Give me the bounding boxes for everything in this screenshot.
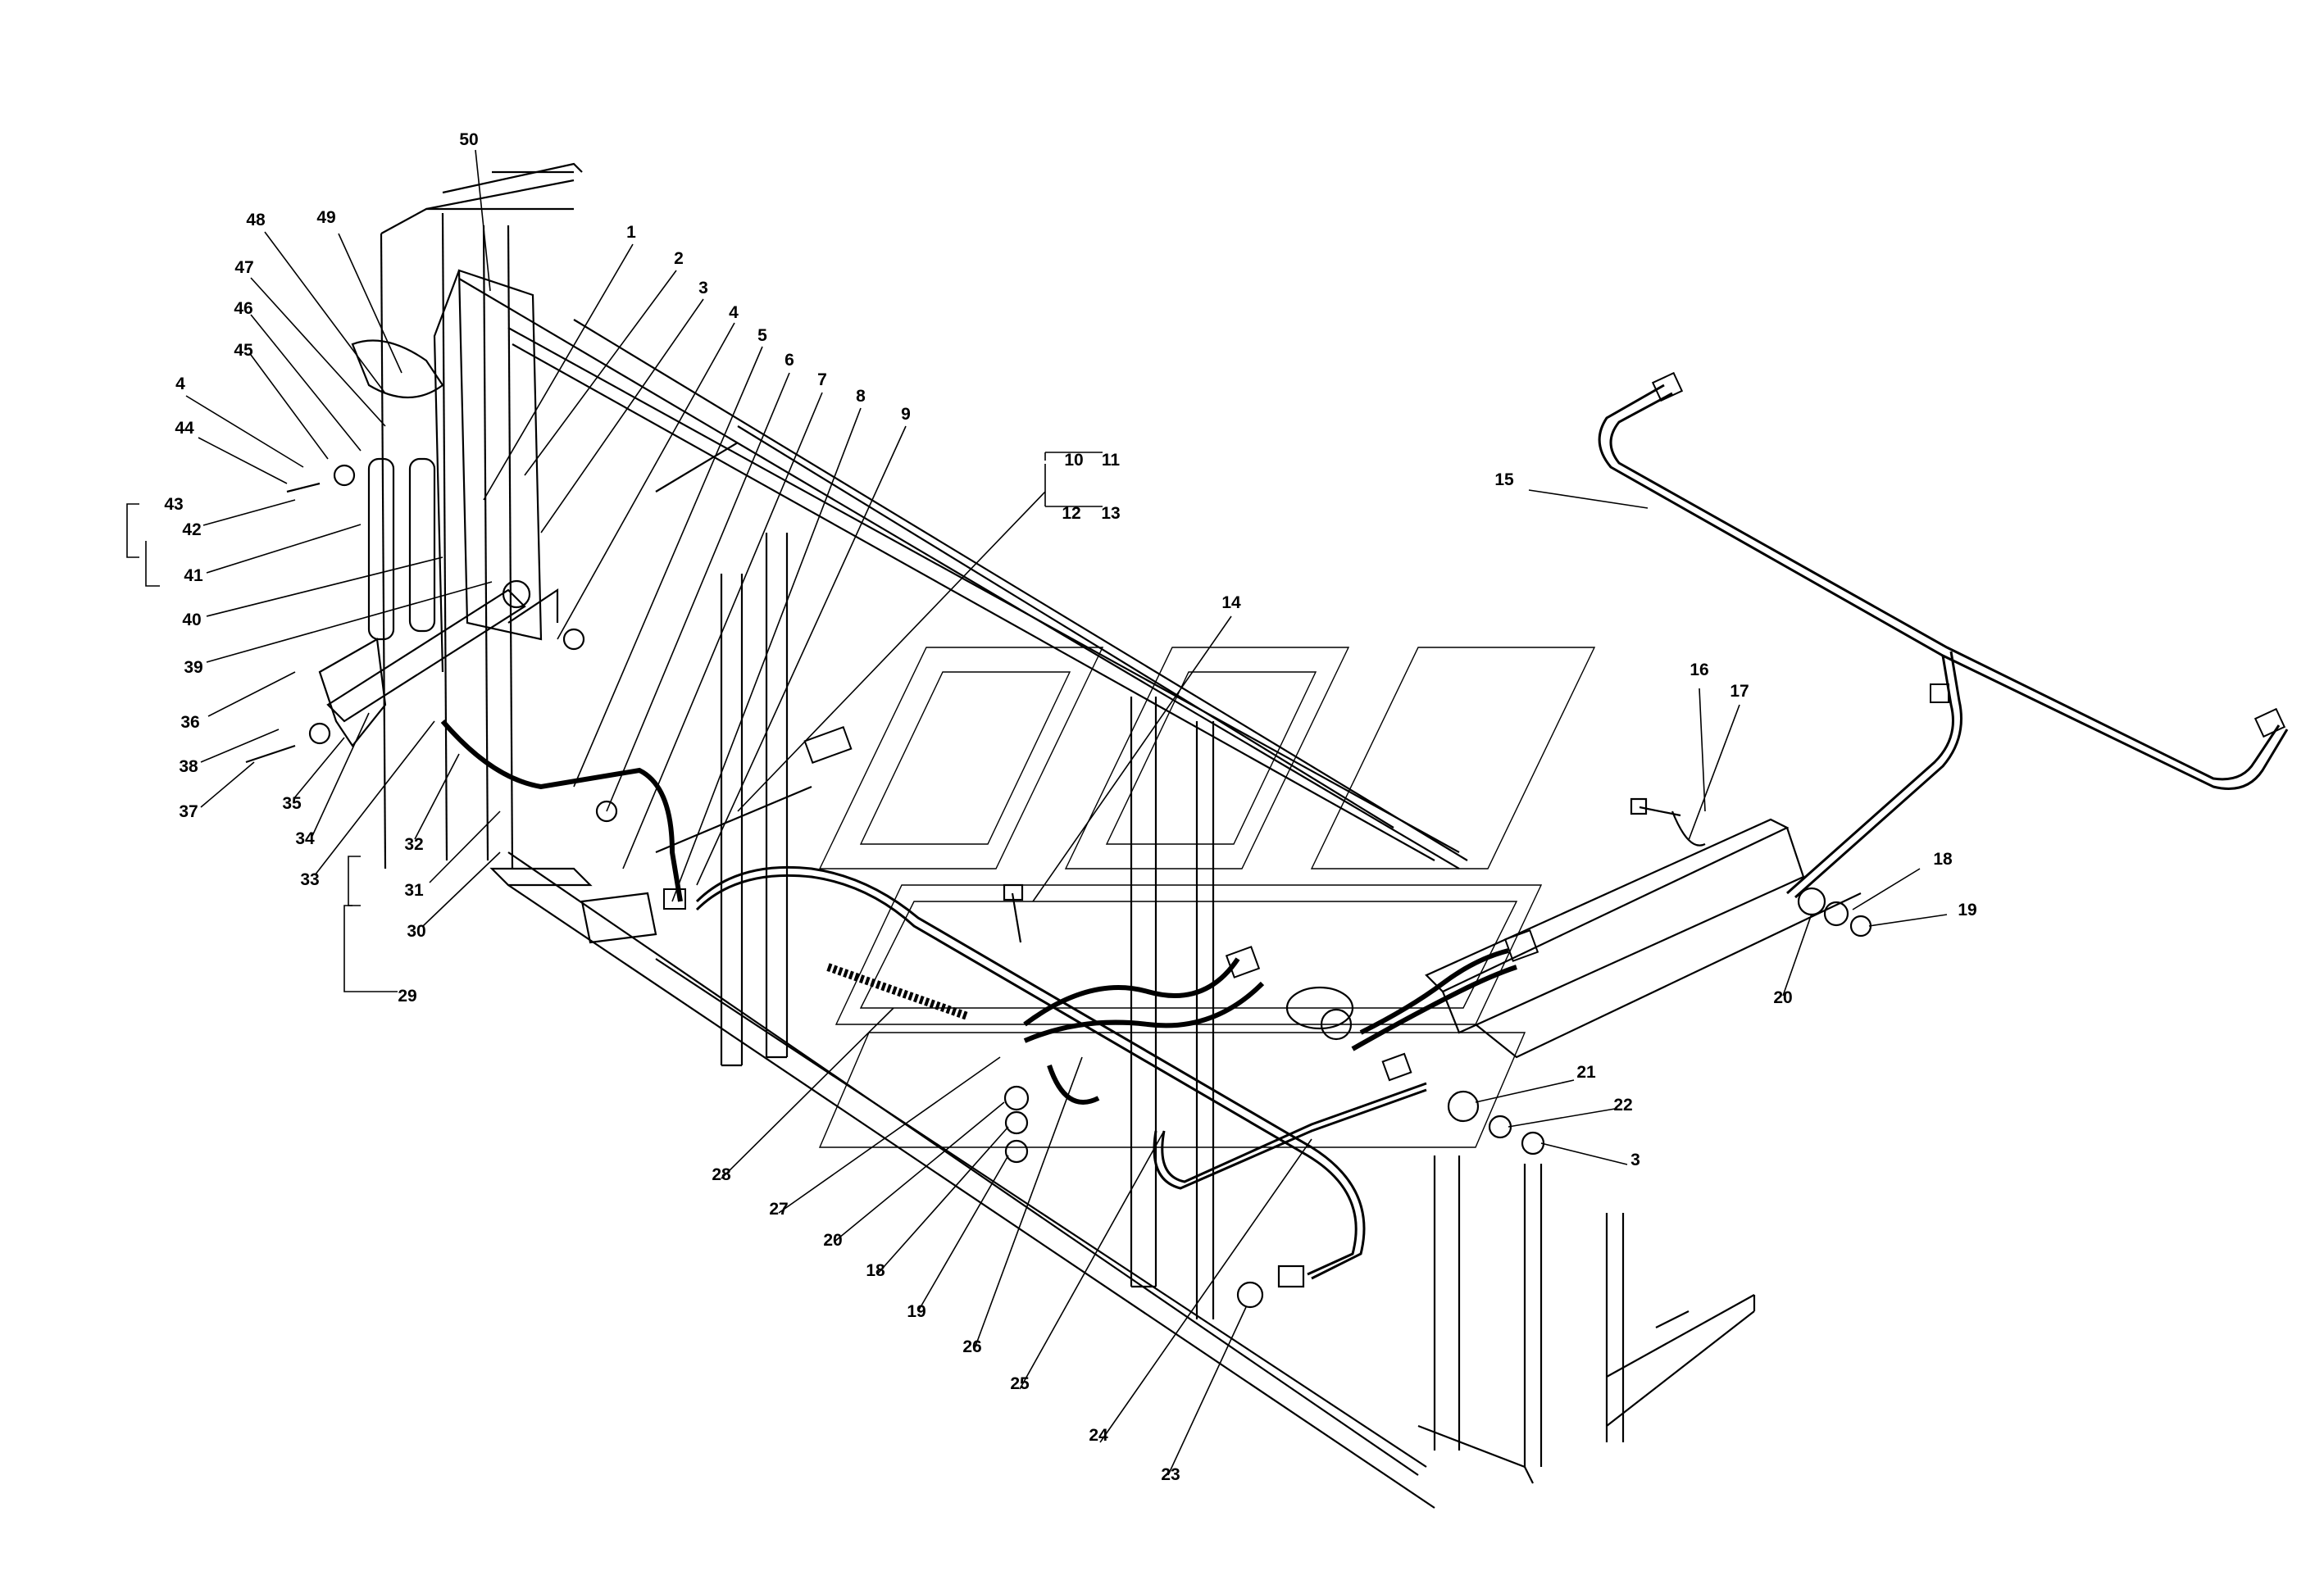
callout-c23: 23 [1161, 1465, 1180, 1484]
vehicle-frame [380, 162, 1862, 1509]
callout-c27: 27 [769, 1200, 788, 1219]
components [245, 269, 1872, 1309]
callout-c31: 31 [404, 881, 424, 900]
callout-c4a: 4 [729, 303, 739, 322]
hoses [440, 720, 1517, 1105]
callout-c36: 36 [180, 713, 199, 732]
callout-c17: 17 [1730, 682, 1749, 701]
callout-c50: 50 [459, 130, 478, 149]
callout-c41: 41 [184, 566, 203, 585]
group-brackets [126, 452, 1103, 992]
callout-c29: 29 [398, 987, 416, 1006]
leader-lines [185, 149, 1948, 1476]
callout-c45: 45 [234, 341, 253, 360]
callout-c49: 49 [316, 208, 335, 227]
callout-c39: 39 [184, 658, 202, 677]
callout-c9: 9 [901, 405, 911, 424]
callout-c13: 13 [1101, 504, 1120, 523]
callout-c18a: 18 [1933, 850, 1953, 869]
callout-c19a: 19 [1958, 901, 1976, 919]
brake-pipes [695, 384, 2289, 1280]
callout-c38: 38 [179, 757, 198, 776]
callout-c34: 34 [295, 829, 315, 848]
callout-c33: 33 [300, 870, 319, 889]
callout-c10: 10 [1064, 451, 1083, 470]
callout-c3a: 3 [698, 279, 708, 297]
callout-c1: 1 [626, 223, 636, 242]
callout-c28: 28 [712, 1165, 731, 1184]
callout-c44: 44 [175, 419, 194, 438]
callout-c30: 30 [407, 922, 425, 941]
callout-c11: 11 [1102, 451, 1121, 470]
callout-c20b: 20 [823, 1231, 842, 1250]
callout-c21: 21 [1576, 1063, 1596, 1082]
callout-c25: 25 [1010, 1374, 1030, 1393]
callout-c19b: 19 [907, 1302, 926, 1321]
callout-c26: 26 [962, 1337, 981, 1356]
callout-c12: 12 [1062, 504, 1080, 523]
callout-c3b: 3 [1630, 1151, 1640, 1169]
callout-c4b: 4 [175, 375, 185, 393]
fittings [663, 371, 2286, 1082]
callout-c8: 8 [856, 387, 866, 406]
callout-c18b: 18 [866, 1261, 885, 1280]
callout-c46: 46 [234, 299, 252, 318]
callout-c37: 37 [179, 802, 198, 821]
callout-c42: 42 [182, 520, 201, 539]
callout-c32: 32 [404, 835, 423, 854]
callout-c16: 16 [1690, 661, 1708, 679]
callout-c2: 2 [674, 249, 684, 268]
callout-c24: 24 [1089, 1426, 1108, 1445]
callout-c5: 5 [757, 326, 767, 345]
watermark-logo [818, 647, 1596, 1148]
callout-c7: 7 [817, 370, 827, 389]
callout-c14: 14 [1221, 593, 1241, 612]
callout-c40: 40 [182, 611, 201, 629]
callout-c48: 48 [246, 211, 266, 229]
callout-c43: 43 [164, 495, 183, 514]
callout-c22: 22 [1613, 1096, 1632, 1115]
callout-c47: 47 [234, 258, 253, 277]
callout-c35: 35 [282, 794, 302, 813]
callout-c6: 6 [785, 351, 794, 370]
callout-c20a: 20 [1773, 988, 1792, 1007]
callout-c15: 15 [1494, 470, 1514, 489]
